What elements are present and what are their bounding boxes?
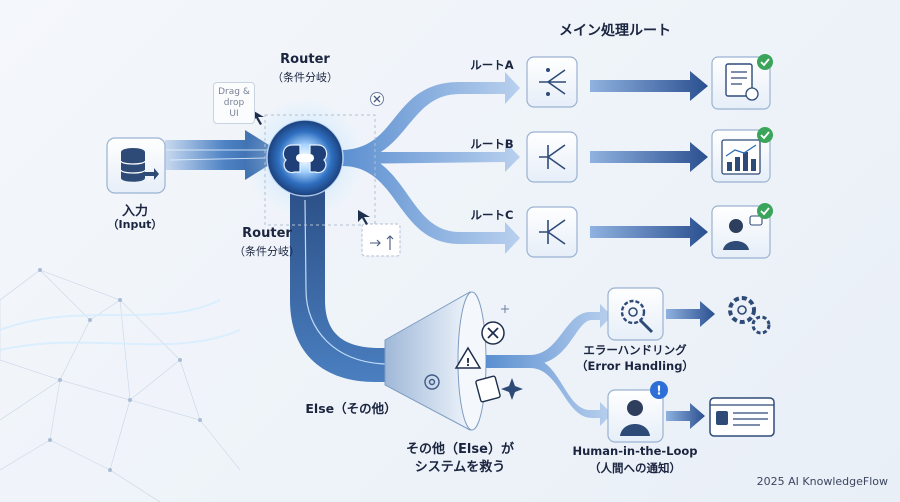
drag-cursor-icon <box>252 110 264 125</box>
error-sub: （Error Handling） <box>576 359 694 373</box>
main-route-title: メイン処理ルート <box>559 23 671 39</box>
svg-text:!: ! <box>656 384 661 398</box>
route-b-label: ルートB <box>470 137 514 151</box>
cursor-icon <box>358 210 370 225</box>
gears-icon <box>728 296 771 335</box>
route-b-node <box>526 131 578 183</box>
arrow-route-c-out <box>590 217 708 247</box>
branch-route-b <box>340 142 520 172</box>
route-a-label: ルートA <box>470 58 514 72</box>
caption-line1: その他（Else）が <box>406 442 514 457</box>
router-top-sub: （条件分岐） <box>272 71 338 84</box>
error-label: エラーハンドリング <box>583 343 687 357</box>
sparkle-icon <box>501 378 523 400</box>
human-sub: （人間への通知） <box>589 461 681 475</box>
footer-credit: 2025 AI KnowledgeFlow <box>756 475 888 488</box>
branch-route-c <box>340 150 520 254</box>
branch-route-a <box>340 72 520 164</box>
arrow-error-out <box>666 301 715 327</box>
check-badge-icon <box>757 54 773 219</box>
input-sub: （Input） <box>107 218 163 231</box>
arrow-human-out <box>666 403 705 429</box>
error-x-icon <box>481 321 505 345</box>
human-label: Human-in-the-Loop <box>572 444 698 458</box>
document-icon <box>475 375 501 403</box>
human-in-the-loop-node <box>607 389 664 443</box>
result-document-card <box>711 56 771 110</box>
route-c-label: ルートC <box>470 208 514 222</box>
route-a-node <box>526 56 578 108</box>
router-mid-label: Router <box>242 226 292 241</box>
error-handling-node <box>607 287 664 341</box>
svg-text:!: ! <box>465 356 470 369</box>
network-background <box>0 269 241 502</box>
else-label: Else（その他） <box>305 401 397 416</box>
drag-drop-hint[interactable]: Drag & drop UI <box>213 82 255 124</box>
caption-line2: システムを救う <box>414 460 506 475</box>
route-c-node <box>526 206 578 258</box>
router-top-label: Router <box>280 52 330 67</box>
else-funnel <box>384 291 471 431</box>
branch-human <box>486 358 612 426</box>
result-support-card <box>711 205 771 259</box>
arrow-route-b-out <box>590 142 708 172</box>
input-label: 入力 <box>121 204 148 219</box>
result-chart-card <box>711 129 771 183</box>
else-pipe <box>290 185 400 382</box>
resize-handle-icon[interactable] <box>361 223 401 257</box>
input-database-node <box>106 137 166 194</box>
warning-icon: ! <box>454 346 482 369</box>
notification-window-icon <box>709 397 775 437</box>
router-mid-sub: （条件分岐） <box>234 245 300 258</box>
close-icon[interactable] <box>370 92 384 106</box>
router-brain-node[interactable] <box>264 114 376 226</box>
arrow-route-a-out <box>590 71 708 101</box>
funnel-gear-icon <box>424 374 440 390</box>
alert-badge-icon: ! <box>650 381 668 399</box>
branch-error <box>486 304 612 365</box>
